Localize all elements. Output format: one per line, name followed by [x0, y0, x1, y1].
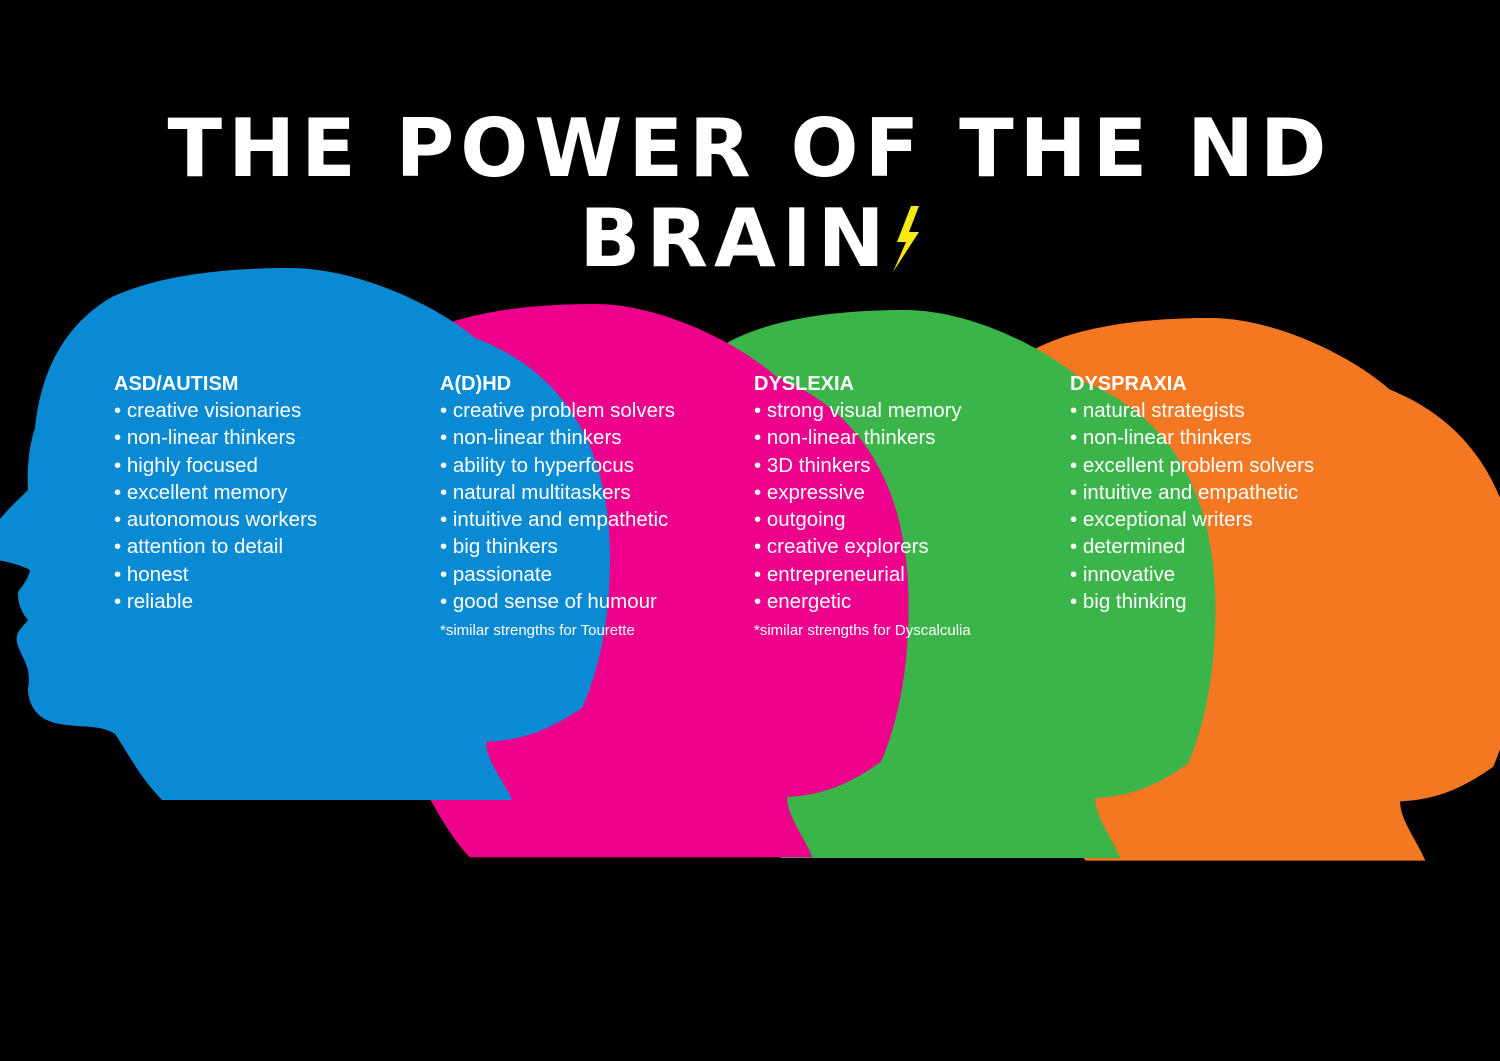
- list-item: attention to detail: [114, 533, 317, 560]
- section-heading: DYSPRAXIA: [1070, 373, 1187, 395]
- list-item: exceptional writers: [1070, 506, 1314, 533]
- list-item: innovative: [1070, 561, 1314, 588]
- list-item: expressive: [754, 479, 971, 506]
- section-heading: DYSLEXIA: [754, 373, 855, 395]
- list-item: energetic: [754, 588, 971, 615]
- strengths-list: natural strategists non-linear thinkers …: [1070, 397, 1314, 615]
- footnote: *similar strengths for Tourette: [440, 622, 635, 640]
- list-item: non-linear thinkers: [114, 424, 317, 451]
- list-item: 3D thinkers: [754, 452, 971, 479]
- list-item: natural strategists: [1070, 397, 1314, 424]
- section-adhd: A(D)HD creative problem solvers non-line…: [440, 371, 675, 641]
- list-item: outgoing: [754, 506, 971, 533]
- list-item: natural multitaskers: [440, 479, 675, 506]
- list-item: excellent memory: [114, 479, 317, 506]
- list-item: autonomous workers: [114, 506, 317, 533]
- list-item: intuitive and empathetic: [440, 506, 675, 533]
- list-item: non-linear thinkers: [1070, 424, 1314, 451]
- list-item: good sense of humour: [440, 588, 675, 615]
- lightning-bolt-icon: [892, 206, 919, 272]
- section-dyspraxia: DYSPRAXIA natural strategists non-linear…: [1070, 371, 1314, 615]
- footnote: *similar strengths for Dyscalculia: [754, 622, 971, 640]
- title-text: THE POWER OF THE ND BRAIN: [167, 102, 1333, 285]
- list-item: passionate: [440, 561, 675, 588]
- list-item: highly focused: [114, 452, 317, 479]
- strengths-list: strong visual memory non-linear thinkers…: [754, 397, 971, 615]
- list-item: determined: [1070, 533, 1314, 560]
- list-item: creative problem solvers: [440, 397, 675, 424]
- strengths-list: creative problem solvers non-linear thin…: [440, 397, 675, 615]
- strengths-list: creative visionaries non-linear thinkers…: [114, 397, 317, 615]
- list-item: creative visionaries: [114, 397, 317, 424]
- list-item: big thinkers: [440, 533, 675, 560]
- list-item: honest: [114, 561, 317, 588]
- list-item: big thinking: [1070, 588, 1314, 615]
- list-item: creative explorers: [754, 533, 971, 560]
- page-title: THE POWER OF THE ND BRAIN: [0, 104, 1500, 284]
- list-item: reliable: [114, 588, 317, 615]
- list-item: intuitive and empathetic: [1070, 479, 1314, 506]
- section-heading: ASD/AUTISM: [114, 373, 239, 395]
- list-item: entrepreneurial: [754, 561, 971, 588]
- list-item: excellent problem solvers: [1070, 452, 1314, 479]
- section-dyslexia: DYSLEXIA strong visual memory non-linear…: [754, 371, 971, 641]
- section-asd-autism: ASD/AUTISM creative visionaries non-line…: [114, 371, 317, 615]
- section-heading: A(D)HD: [440, 373, 512, 395]
- list-item: non-linear thinkers: [440, 424, 675, 451]
- list-item: strong visual memory: [754, 397, 971, 424]
- list-item: non-linear thinkers: [754, 424, 971, 451]
- list-item: ability to hyperfocus: [440, 452, 675, 479]
